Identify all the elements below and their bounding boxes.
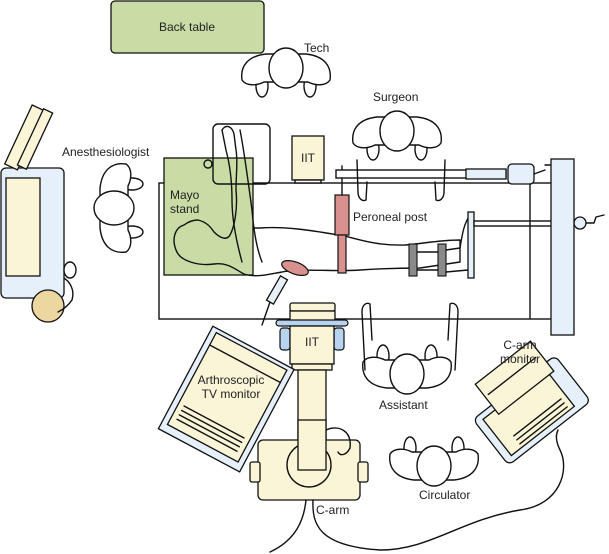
iit-top-label: IIT [301,151,316,165]
circulator-label: Circulator [419,488,470,502]
mayo-stand: Mayo stand [163,157,254,276]
c-arm-label: C-arm [316,503,349,517]
c-arm: IIT C-arm [249,302,565,553]
tech-head [268,47,304,89]
c-arm-monitor-label-1: C-arm [503,338,536,352]
peroneal-post: Peroneal post [334,165,428,274]
c-arm-monitor-label-2: monitor [500,352,540,366]
anesthesia-machine [0,104,77,323]
arthroscopic-tv-monitor [157,325,295,473]
arthroscopic-label-2: TV monitor [202,387,261,401]
arm-board [212,123,271,185]
surgeon-label: Surgeon [373,90,418,104]
patient [173,125,461,277]
surgeon-figure [352,110,442,161]
anesthesiologist-figure [93,163,144,253]
anesthesiologist-label: Anesthesiologist [62,145,150,159]
assistant-figure [362,344,452,395]
traction-frame [335,158,605,336]
assistant-head [389,353,425,395]
tech-label: Tech [304,41,329,55]
c-arm-monitor: C-arm monitor [474,338,589,464]
surgeon-hands [356,159,446,202]
tech-figure [241,47,331,98]
circulator-head [416,445,452,487]
personnel [93,47,479,487]
circulator-figure [389,436,479,487]
traction-boot [408,211,475,279]
peroneal-post-label: Peroneal post [353,210,428,224]
mayo-label-1: Mayo [170,188,200,202]
iit-carm-label: IIT [305,335,320,349]
iit-box: IIT [291,135,325,184]
anesthesiologist-head [93,190,135,226]
back-table-label: Back table [159,20,215,34]
mayo-label-2: stand [170,202,199,216]
surgeon-head [379,110,415,152]
arthroscope [261,274,289,326]
assistant-label: Assistant [379,398,428,412]
back-table: Back table [110,0,265,54]
assistant-hands [361,302,459,371]
arthroscopic-label-1: Arthroscopic [198,373,265,387]
knee-bump [281,260,309,276]
